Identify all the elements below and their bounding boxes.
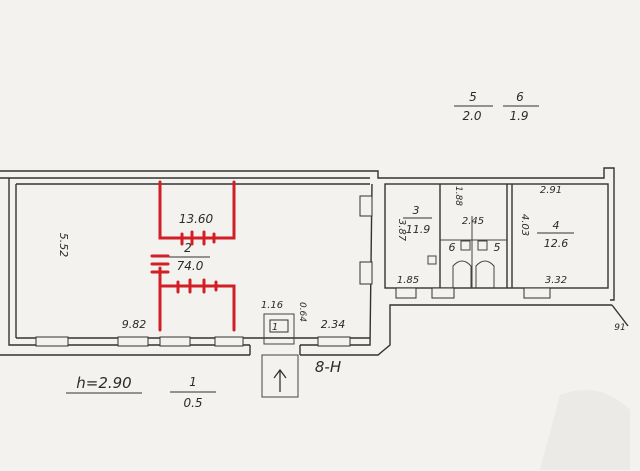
red-partition-upper: [158, 180, 236, 240]
main-room-bottom-width: 9.82: [122, 318, 147, 331]
window-7: [359, 261, 373, 285]
room3-bottom-width: 1.85: [397, 275, 419, 286]
entrance-block: [249, 313, 301, 398]
right-wing: [384, 183, 609, 299]
window-3: [159, 336, 191, 347]
red-ticks-top: [180, 230, 216, 246]
corner-diagonal: [611, 304, 629, 327]
outer-wall-top: [0, 167, 615, 301]
window-6: [359, 195, 373, 217]
fraction-5-denominator: 2.0: [462, 109, 481, 123]
footer-fraction-denominator: 0.5: [183, 396, 202, 410]
red-ticks-bottom: [176, 278, 218, 294]
main-room-number: 2: [184, 241, 192, 255]
window-5: [317, 336, 351, 347]
entrance-depth-label: 0.64: [297, 302, 307, 322]
entrance-code: 8-Н: [315, 358, 341, 376]
red-partition-lower: [158, 266, 236, 332]
entrance-width-label: 1.16: [261, 300, 283, 311]
entrance-arrow-icon: [273, 368, 287, 392]
window-4: [214, 336, 244, 347]
wc-left-number: 6: [449, 241, 456, 254]
paper-stain: [540, 390, 630, 470]
right-wing-inner: [384, 183, 609, 289]
main-room-height-label: 5.52: [57, 233, 70, 258]
room4-side-label: 4.03: [519, 214, 530, 236]
wc-width-label: 2.45: [462, 216, 484, 227]
wc-right-number: 5: [494, 241, 501, 254]
room4-area: 12.6: [544, 237, 569, 250]
entrance-door-number: 1: [272, 322, 278, 333]
sink-room3: [427, 255, 437, 265]
fraction-6-denominator: 1.9: [509, 109, 528, 123]
wc-door-left: [452, 260, 472, 288]
entrance-porch: [261, 354, 299, 398]
fraction-6-numerator: 6: [516, 90, 524, 104]
entrance-door: [269, 319, 289, 333]
corner-mark: 91: [614, 323, 625, 333]
wc-fixture-left: [460, 240, 471, 251]
main-room-area: 74.0: [177, 259, 204, 273]
fraction-5-numerator: 5: [469, 90, 477, 104]
footer-fraction-numerator: 1: [189, 375, 197, 389]
bottom-windows: [35, 195, 373, 347]
wc-top-label: 1.88: [453, 186, 463, 206]
room3-area: 11.9: [406, 223, 431, 236]
ceiling-height-label: h=2.90: [76, 374, 131, 392]
room3-height-label: 3.87: [396, 219, 407, 242]
entrance-jambs: [249, 345, 301, 355]
entrance-right-width: 2.34: [321, 318, 346, 331]
red-redevelopment-marks: [150, 180, 236, 332]
window-wc: [431, 287, 455, 299]
wc-fixture-right: [477, 240, 488, 251]
outer-wall-bottom-right: [300, 304, 612, 356]
wc-door-right: [475, 260, 495, 288]
header-fraction-6: 6 1.9: [503, 90, 539, 123]
main-room-length-label: 13.60: [179, 212, 214, 226]
room4-number: 4: [553, 219, 560, 232]
window-1: [35, 336, 69, 347]
window-room4: [523, 287, 551, 299]
red-ticks-left: [150, 254, 170, 274]
room4-bottom-width: 3.32: [545, 275, 567, 286]
room3-number: 3: [413, 204, 420, 217]
room4-top-width: 2.91: [540, 185, 562, 196]
window-room3: [395, 287, 417, 299]
header-fraction-5: 5 2.0: [454, 90, 493, 123]
window-2: [117, 336, 149, 347]
wall-wc-room4: [506, 184, 513, 288]
entrance-vestibule: [263, 313, 295, 345]
